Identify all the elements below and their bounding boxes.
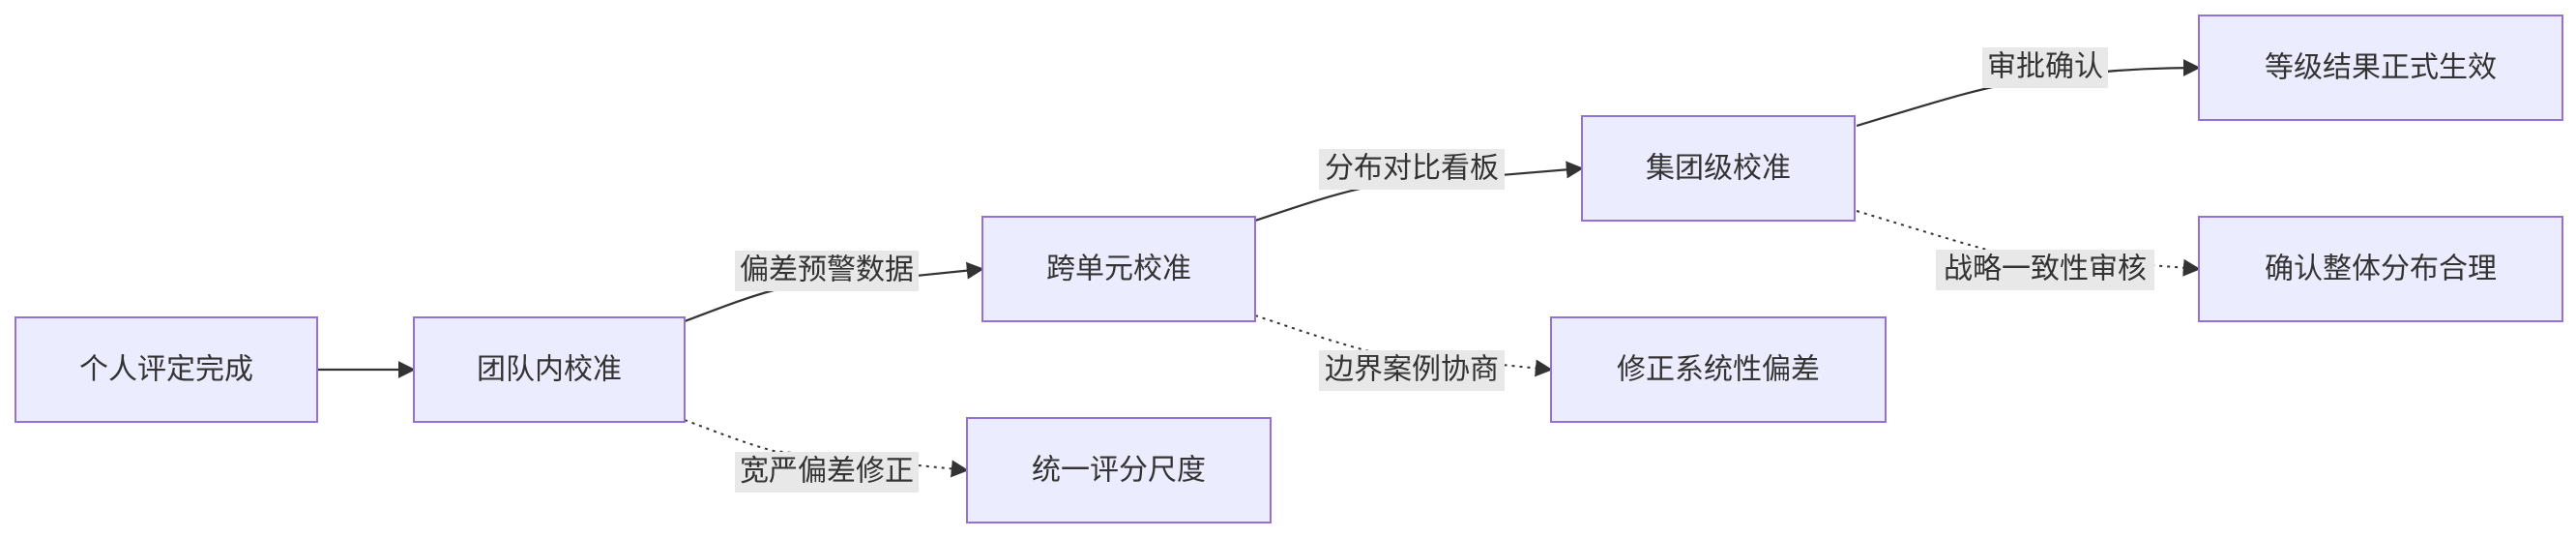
edge-label-approval: 审批确认 <box>1982 47 2108 88</box>
edge-label-distribution-board-text: 分布对比看板 <box>1325 152 1499 186</box>
node-fix-label: 修正系统性偏差 <box>1617 353 1820 387</box>
edge-label-strategy-review: 战略一致性审核 <box>1936 250 2154 290</box>
node-effective-label: 等级结果正式生效 <box>2265 51 2497 85</box>
node-team-label: 团队内校准 <box>477 353 622 387</box>
edge-label-boundary-case-text: 边界案例协商 <box>1325 353 1499 387</box>
node-personal-label: 个人评定完成 <box>79 353 253 387</box>
edge-label-strict-fix: 宽严偏差修正 <box>735 452 919 493</box>
edge-label-deviation-data: 偏差预警数据 <box>735 251 919 291</box>
edge-labels: 偏差预警数据 宽严偏差修正 分布对比看板 边界案例协商 审批确认 战略一致性审核 <box>735 47 2154 493</box>
node-personal[interactable]: 个人评定完成 <box>15 316 318 423</box>
node-group-label: 集团级校准 <box>1646 152 1791 186</box>
node-confirm[interactable]: 确认整体分布合理 <box>2198 216 2563 322</box>
node-cross[interactable]: 跨单元校准 <box>981 216 1256 322</box>
node-confirm-label: 确认整体分布合理 <box>2265 253 2497 286</box>
node-group[interactable]: 集团级校准 <box>1581 115 1856 222</box>
edge-label-distribution-board: 分布对比看板 <box>1319 149 1505 190</box>
node-effective[interactable]: 等级结果正式生效 <box>2198 15 2563 121</box>
edge-label-strategy-review-text: 战略一致性审核 <box>1944 253 2147 286</box>
node-team[interactable]: 团队内校准 <box>413 316 686 423</box>
node-unify-label: 统一评分尺度 <box>1032 454 1206 488</box>
node-cross-label: 跨单元校准 <box>1046 253 1191 286</box>
edge-label-boundary-case: 边界案例协商 <box>1319 350 1505 391</box>
edge-label-strict-fix-text: 宽严偏差修正 <box>740 455 914 489</box>
edge-label-deviation-data-text: 偏差预警数据 <box>740 254 914 287</box>
nodes: 个人评定完成 团队内校准 跨单元校准 统一评分尺度 集团级校准 修正系统性偏差 … <box>15 15 2563 523</box>
node-unify[interactable]: 统一评分尺度 <box>966 417 1272 523</box>
edge-label-approval-text: 审批确认 <box>1987 50 2103 84</box>
node-fix[interactable]: 修正系统性偏差 <box>1550 316 1887 423</box>
